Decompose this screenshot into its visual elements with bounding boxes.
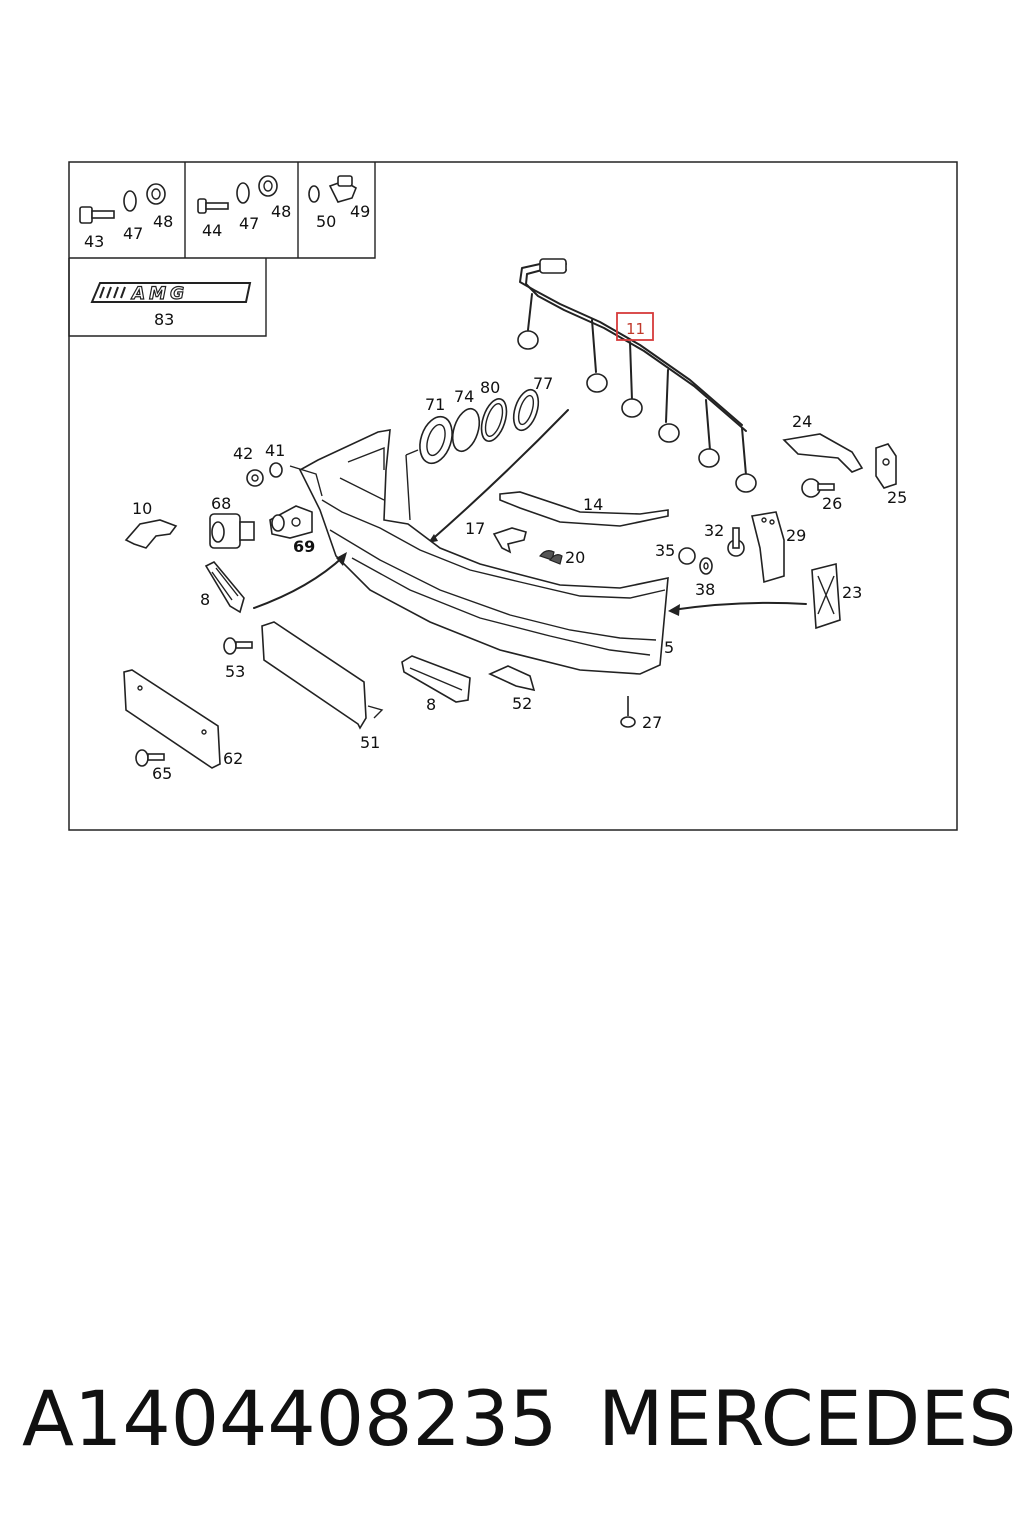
bolt-65-icon: [135, 749, 165, 767]
grille-8-left: [204, 561, 245, 614]
label-8a: 8: [200, 590, 210, 609]
washer-41-icon: [269, 462, 283, 478]
bumper-bracket: [405, 449, 419, 521]
plate-holder-51: [261, 621, 384, 730]
diagram-frame: [68, 161, 958, 831]
nut-48-icon: [146, 183, 166, 205]
seal-rings: [419, 388, 540, 465]
washer-50-icon: [308, 185, 320, 203]
label-62: 62: [223, 749, 243, 768]
leader-41: [289, 465, 323, 497]
bumper-cover-5: [298, 429, 669, 675]
label-17: 17: [465, 519, 485, 538]
label-44: 44: [202, 221, 222, 240]
label-14: 14: [583, 495, 603, 514]
sensor-69: [269, 505, 313, 539]
label-48b: 48: [271, 202, 291, 221]
license-plate-62: [123, 669, 221, 769]
trim-strip-14: [499, 491, 669, 527]
label-25: 25: [887, 488, 907, 507]
label-83: 83: [154, 310, 174, 329]
label-47b: 47: [239, 214, 259, 233]
label-10: 10: [132, 499, 152, 518]
label-69: 69: [293, 537, 315, 556]
label-23: 23: [842, 583, 862, 602]
part-number: A1404408235: [22, 1374, 558, 1463]
bolt-26-icon: [801, 478, 835, 498]
label-48a: 48: [153, 212, 173, 231]
label-32: 32: [704, 521, 724, 540]
bracket-24: [782, 433, 864, 473]
nut-49-icon: [328, 175, 357, 203]
label-51: 51: [360, 733, 380, 752]
amg-emblem: AMG: [90, 282, 252, 305]
brand-name: MERCEDES: [598, 1374, 1017, 1463]
label-11[interactable]: 11: [626, 320, 645, 338]
label-53: 53: [225, 662, 245, 681]
bolt-43-icon: [79, 206, 115, 224]
label-27: 27: [642, 713, 662, 732]
label-41: 41: [265, 441, 285, 460]
wiring-harness-11: [517, 258, 757, 493]
label-74: 74: [454, 387, 474, 406]
clip-17: [492, 527, 527, 554]
bolt-44-icon: [197, 198, 229, 214]
clips-20: [539, 550, 563, 565]
fastener-boxes: [68, 162, 376, 337]
label-5: 5: [664, 638, 674, 657]
label-29: 29: [786, 526, 806, 545]
nut-35-icon: [678, 547, 696, 565]
label-52: 52: [512, 694, 532, 713]
label-43: 43: [84, 232, 104, 251]
label-42: 42: [233, 444, 253, 463]
bracket-29: [751, 511, 785, 584]
label-68: 68: [211, 494, 231, 513]
sensor-68: [209, 513, 255, 549]
grille-8-right: [401, 655, 471, 703]
clip-27: [620, 696, 636, 728]
bracket-23: [811, 562, 841, 630]
nut-42-icon: [246, 469, 264, 487]
label-8b: 8: [426, 695, 436, 714]
label-26: 26: [822, 494, 842, 513]
label-77: 77: [533, 374, 553, 393]
highlight-box-11[interactable]: [616, 312, 654, 341]
bolt-32-icon: [727, 527, 745, 557]
washer-47b-icon: [236, 182, 250, 204]
label-49: 49: [350, 202, 370, 221]
washer-47-icon: [123, 190, 137, 212]
nut-48b-icon: [258, 175, 278, 197]
label-35: 35: [655, 541, 675, 560]
label-80: 80: [480, 378, 500, 397]
arrow-8: [253, 552, 347, 609]
amg-emblem-text: AMG: [130, 284, 188, 304]
label-71: 71: [425, 395, 445, 414]
label-47a: 47: [123, 224, 143, 243]
washer-38-icon: [699, 557, 713, 575]
arrow-23: [668, 601, 807, 616]
trim-52: [488, 665, 536, 692]
bolt-53-icon: [223, 637, 253, 655]
label-38: 38: [695, 580, 715, 599]
label-20: 20: [565, 548, 585, 567]
label-24: 24: [792, 412, 812, 431]
label-50: 50: [316, 212, 336, 231]
label-65: 65: [152, 764, 172, 783]
bracket-10: [124, 519, 178, 549]
clip-25: [875, 443, 897, 489]
